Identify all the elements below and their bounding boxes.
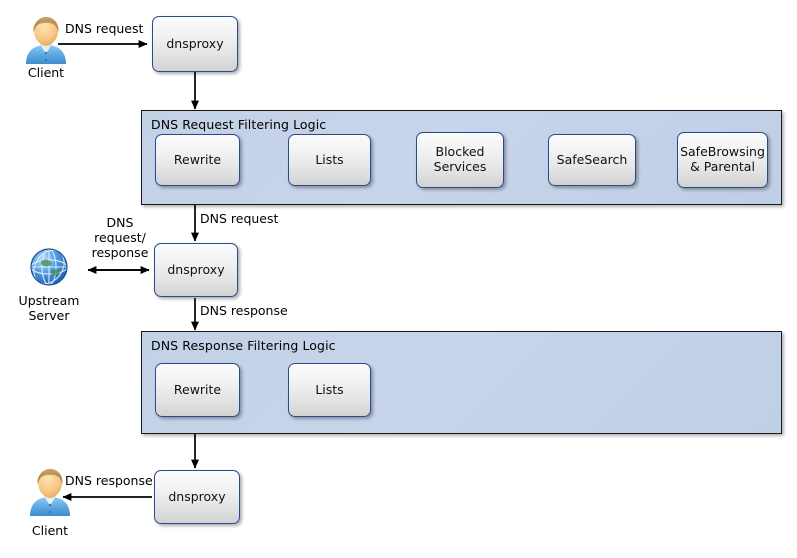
panel-response-filtering: DNS Response Filtering Logic	[141, 331, 782, 434]
dnsproxy-bottom-box[interactable]: dnsproxy	[154, 470, 240, 524]
client-bottom-actor	[24, 466, 76, 518]
dnsproxy-middle-label: dnsproxy	[167, 261, 225, 277]
stage-safesearch-label: SafeSearch	[556, 151, 628, 167]
stage-safebrowsing-parental-label: SafeBrowsing & Parental	[680, 144, 765, 174]
client-top-actor	[20, 14, 72, 66]
globe-icon	[30, 248, 68, 286]
dnsproxy-bottom-label: dnsproxy	[168, 488, 226, 504]
dnsproxy-top-label: dnsproxy	[166, 35, 224, 51]
stage-rewrite-label: Rewrite	[173, 151, 222, 167]
stage-lists[interactable]: Lists	[288, 134, 371, 186]
stage-lists-response-label: Lists	[315, 381, 344, 397]
edge-label-request-panel-to-dnsproxy: DNS request	[200, 211, 279, 226]
stage-blocked-services[interactable]: Blocked Services	[416, 132, 504, 188]
stage-safebrowsing-parental[interactable]: SafeBrowsing & Parental	[677, 132, 768, 188]
edge-label-client-to-dnsproxy: DNS request	[65, 21, 144, 36]
dnsproxy-middle-box[interactable]: dnsproxy	[154, 243, 238, 297]
stage-lists-response[interactable]: Lists	[288, 363, 371, 417]
stage-blocked-services-label: Blocked Services	[433, 144, 487, 174]
stage-rewrite-response-label: Rewrite	[173, 381, 222, 397]
stage-rewrite-response[interactable]: Rewrite	[155, 363, 240, 417]
stage-lists-label: Lists	[315, 151, 344, 167]
edge-label-upstream-exchange: DNS request/ response	[91, 215, 149, 260]
edge-label-dnsproxy-to-response-panel: DNS response	[200, 303, 288, 318]
panel-request-filtering-title: DNS Request Filtering Logic	[151, 117, 327, 132]
edge-label-dnsproxy-to-client: DNS response	[65, 473, 153, 488]
upstream-label: Upstream Server	[18, 293, 80, 323]
client-top-label: Client	[27, 65, 65, 80]
panel-response-filtering-title: DNS Response Filtering Logic	[151, 338, 336, 353]
person-icon	[26, 17, 66, 64]
upstream-actor	[24, 242, 74, 292]
client-bottom-label: Client	[31, 523, 69, 538]
dnsproxy-top-box[interactable]: dnsproxy	[152, 16, 238, 72]
stage-safesearch[interactable]: SafeSearch	[548, 134, 636, 186]
stage-rewrite[interactable]: Rewrite	[155, 134, 240, 186]
person-icon	[30, 469, 70, 516]
